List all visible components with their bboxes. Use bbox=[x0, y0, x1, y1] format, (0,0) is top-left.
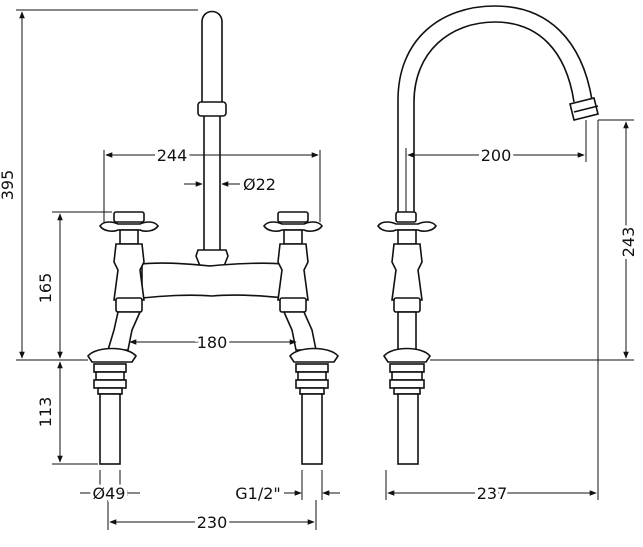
front-view bbox=[87, 10, 339, 465]
dim-tap-centres: 244 bbox=[157, 146, 188, 165]
dim-inner-centres: 180 bbox=[197, 333, 228, 352]
left-base-plate bbox=[87, 347, 137, 363]
spout-pipe bbox=[201, 10, 223, 105]
side-view bbox=[377, 5, 599, 465]
right-valve bbox=[263, 211, 339, 465]
dim-spout-height: 243 bbox=[619, 227, 638, 258]
dim-overall-height: 395 bbox=[0, 170, 17, 201]
dim-spout-reach: 200 bbox=[481, 146, 512, 165]
right-shank bbox=[301, 393, 323, 465]
side-shank bbox=[397, 393, 419, 465]
gooseneck-spout bbox=[397, 5, 593, 212]
dim-shank-diameter: Ø49 bbox=[93, 484, 126, 503]
left-cross-handle bbox=[99, 221, 159, 232]
bridge-collar bbox=[195, 249, 229, 267]
bridge-body bbox=[141, 262, 285, 299]
spout-ring bbox=[197, 101, 227, 117]
dim-side-depth: 237 bbox=[477, 484, 508, 503]
left-valve bbox=[87, 211, 159, 465]
dim-handle-height: 165 bbox=[36, 273, 55, 304]
dim-shank-length: 113 bbox=[36, 397, 55, 428]
left-shank bbox=[99, 393, 121, 465]
dimension-lines bbox=[16, 9, 634, 530]
right-base-plate bbox=[289, 347, 339, 363]
dimension-labels: 395 244 Ø22 165 180 113 Ø49 G1/2" 230 20… bbox=[0, 143, 641, 535]
dim-base-centres: 230 bbox=[197, 513, 228, 532]
side-base-plate bbox=[383, 347, 431, 363]
dim-thread: G1/2" bbox=[235, 484, 281, 503]
dim-spout-diameter: Ø22 bbox=[243, 175, 276, 194]
side-cross-handle bbox=[377, 221, 437, 232]
right-cross-handle bbox=[263, 221, 323, 232]
